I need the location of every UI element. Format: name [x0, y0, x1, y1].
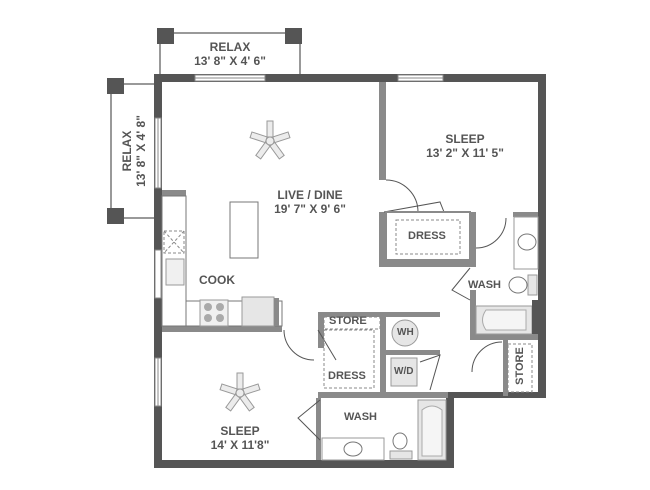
- room-dimensions: 14' X 11'8": [210, 438, 270, 452]
- room-store-right: STORE: [513, 347, 526, 385]
- room-name: SLEEP: [220, 424, 260, 438]
- kitchen-island: [229, 201, 259, 259]
- room-dimensions: 13' 2" X 11' 5": [426, 146, 504, 160]
- room-dress-main: DRESS: [408, 230, 446, 242]
- washer-dryer-label: W/D: [394, 366, 414, 377]
- room-dress-second: DRESS: [328, 370, 366, 382]
- room-live-dine: LIVE / DINE 19' 7" X 9' 6": [255, 188, 365, 216]
- room-store-top: STORE: [329, 315, 367, 327]
- room-dimensions: 13' 8" X 4' 8": [134, 115, 148, 187]
- room-relax-left: RELAX 13' 8" X 4' 8": [120, 101, 148, 201]
- room-dimensions: 19' 7" X 9' 6": [274, 202, 346, 216]
- interior-walls: [162, 82, 538, 460]
- main-bath: [475, 216, 539, 335]
- dress-closet-main: [385, 211, 471, 261]
- room-name: RELAX: [209, 40, 251, 54]
- room-wash-main: WASH: [468, 279, 501, 291]
- room-relax-top: RELAX 13' 8" X 4' 6": [180, 40, 280, 68]
- second-bath: [321, 399, 447, 461]
- kitchen: [161, 195, 283, 327]
- room-cook: COOK: [190, 273, 244, 287]
- room-name: RELAX: [120, 130, 134, 172]
- utility-closet: [390, 319, 419, 387]
- room-name: COOK: [199, 273, 235, 287]
- room-sleep-main: SLEEP 13' 2" X 11' 5": [410, 132, 520, 160]
- room-name: LIVE / DINE: [277, 188, 343, 202]
- ceiling-fan-icon: [219, 372, 261, 412]
- windows: [154, 74, 444, 407]
- room-name: SLEEP: [445, 132, 485, 146]
- water-heater-label: WH: [397, 327, 414, 338]
- ceiling-fan-icon: [249, 120, 291, 160]
- store-right: [507, 343, 533, 393]
- dress-closet-second: [323, 316, 381, 389]
- room-wash-second: WASH: [344, 411, 377, 423]
- room-sleep-second: SLEEP 14' X 11'8": [195, 424, 285, 452]
- doors: [283, 179, 507, 441]
- room-dimensions: 13' 8" X 4' 6": [194, 54, 266, 68]
